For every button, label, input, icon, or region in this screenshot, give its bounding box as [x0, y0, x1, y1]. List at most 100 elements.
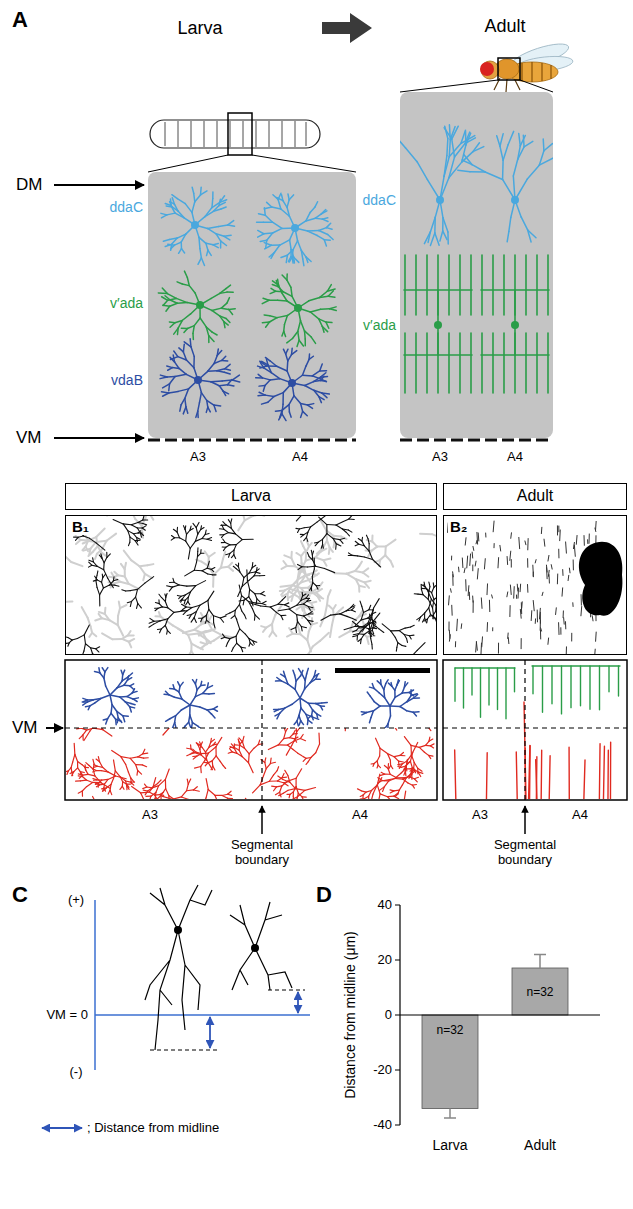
dendrite	[303, 604, 308, 606]
dendrite	[327, 597, 328, 606]
dendrite	[399, 628, 405, 630]
dendrite	[432, 593, 434, 600]
dendrite	[194, 570, 202, 572]
dendrite	[353, 618, 357, 620]
dendrite	[368, 629, 370, 633]
dendrite	[355, 541, 359, 544]
dendrite	[313, 583, 316, 586]
dendrite	[320, 380, 326, 382]
dendrite	[171, 538, 174, 540]
dendrite	[390, 683, 392, 687]
dendrite	[594, 649, 596, 654]
dendrite	[188, 548, 190, 559]
dendrite	[315, 202, 318, 207]
dendrite	[536, 333, 538, 393]
dendrite	[127, 601, 131, 602]
dendrite-branches	[361, 680, 419, 728]
dendrite	[320, 296, 328, 297]
dendrite	[363, 627, 369, 629]
dendrite	[208, 566, 213, 575]
dendrite	[507, 231, 509, 241]
dendrite	[223, 634, 225, 637]
dendrite	[221, 308, 228, 309]
dendrite	[110, 688, 117, 695]
dendrite	[404, 683, 407, 687]
dendrite	[181, 705, 190, 710]
dendrite	[302, 375, 312, 377]
dendrite	[213, 709, 217, 711]
dendrite	[297, 615, 304, 616]
dendrite	[413, 697, 419, 699]
dendrite	[391, 631, 396, 637]
dendrite	[224, 236, 230, 240]
dendrite	[432, 534, 436, 537]
dendrite	[306, 218, 316, 221]
dendrite	[286, 354, 288, 361]
dendrite	[322, 327, 324, 333]
dendrite	[576, 535, 578, 544]
dendrite	[527, 165, 539, 179]
dendrite	[100, 552, 102, 558]
dendrite	[373, 613, 380, 622]
dendrite	[117, 711, 118, 717]
dendrite	[527, 585, 528, 593]
dendrite	[397, 681, 399, 685]
dendrite	[287, 200, 289, 208]
dendrite	[368, 614, 372, 618]
dendrite	[326, 223, 330, 227]
dendrite	[481, 333, 483, 393]
dendrite	[202, 538, 207, 540]
dendrite	[315, 214, 321, 218]
dendrite	[102, 558, 104, 563]
dendrite	[363, 573, 369, 577]
dendrite	[328, 548, 331, 554]
dendrite	[138, 522, 143, 524]
dendrite	[285, 704, 293, 708]
dendrite	[309, 613, 313, 614]
dendrite	[155, 608, 158, 609]
dendrite	[125, 702, 129, 707]
dendrite	[194, 562, 196, 570]
dendrite	[559, 530, 561, 541]
dendrite	[195, 679, 196, 683]
dendrite	[159, 594, 162, 597]
dendrite	[400, 137, 405, 148]
dendrite	[400, 702, 407, 707]
dendrite	[212, 308, 222, 310]
dendrite	[301, 627, 306, 628]
dendrite	[212, 575, 214, 587]
dendrite	[305, 382, 314, 386]
dendrite	[361, 711, 366, 713]
dendrite	[228, 221, 234, 225]
dendrite	[340, 611, 347, 614]
dendrite	[367, 637, 369, 644]
dendrite	[115, 719, 117, 724]
dendrite	[391, 630, 400, 631]
dendrite	[125, 563, 126, 569]
dendrite	[385, 698, 390, 706]
dendrite	[493, 521, 495, 532]
dendrite	[101, 695, 110, 699]
dendrite	[258, 230, 264, 233]
dendrite-branches	[66, 728, 434, 799]
dendrite	[284, 555, 291, 558]
dendrite	[185, 722, 188, 726]
dendrite	[300, 698, 308, 703]
dendrite	[192, 333, 194, 339]
dendrite	[399, 631, 404, 635]
ventral-midline	[148, 439, 356, 442]
dendrite	[300, 739, 305, 741]
dendrite	[304, 616, 308, 620]
dendrite	[142, 526, 146, 528]
dendrite	[310, 679, 315, 682]
dendrite	[197, 548, 198, 552]
dendrite	[296, 799, 298, 800]
dendrite	[192, 202, 195, 213]
dendrite	[93, 546, 98, 552]
dendrite	[340, 614, 347, 617]
dendrite	[540, 612, 541, 623]
dendrite	[327, 534, 333, 539]
dendrite	[286, 274, 288, 280]
dendrite	[443, 231, 447, 240]
